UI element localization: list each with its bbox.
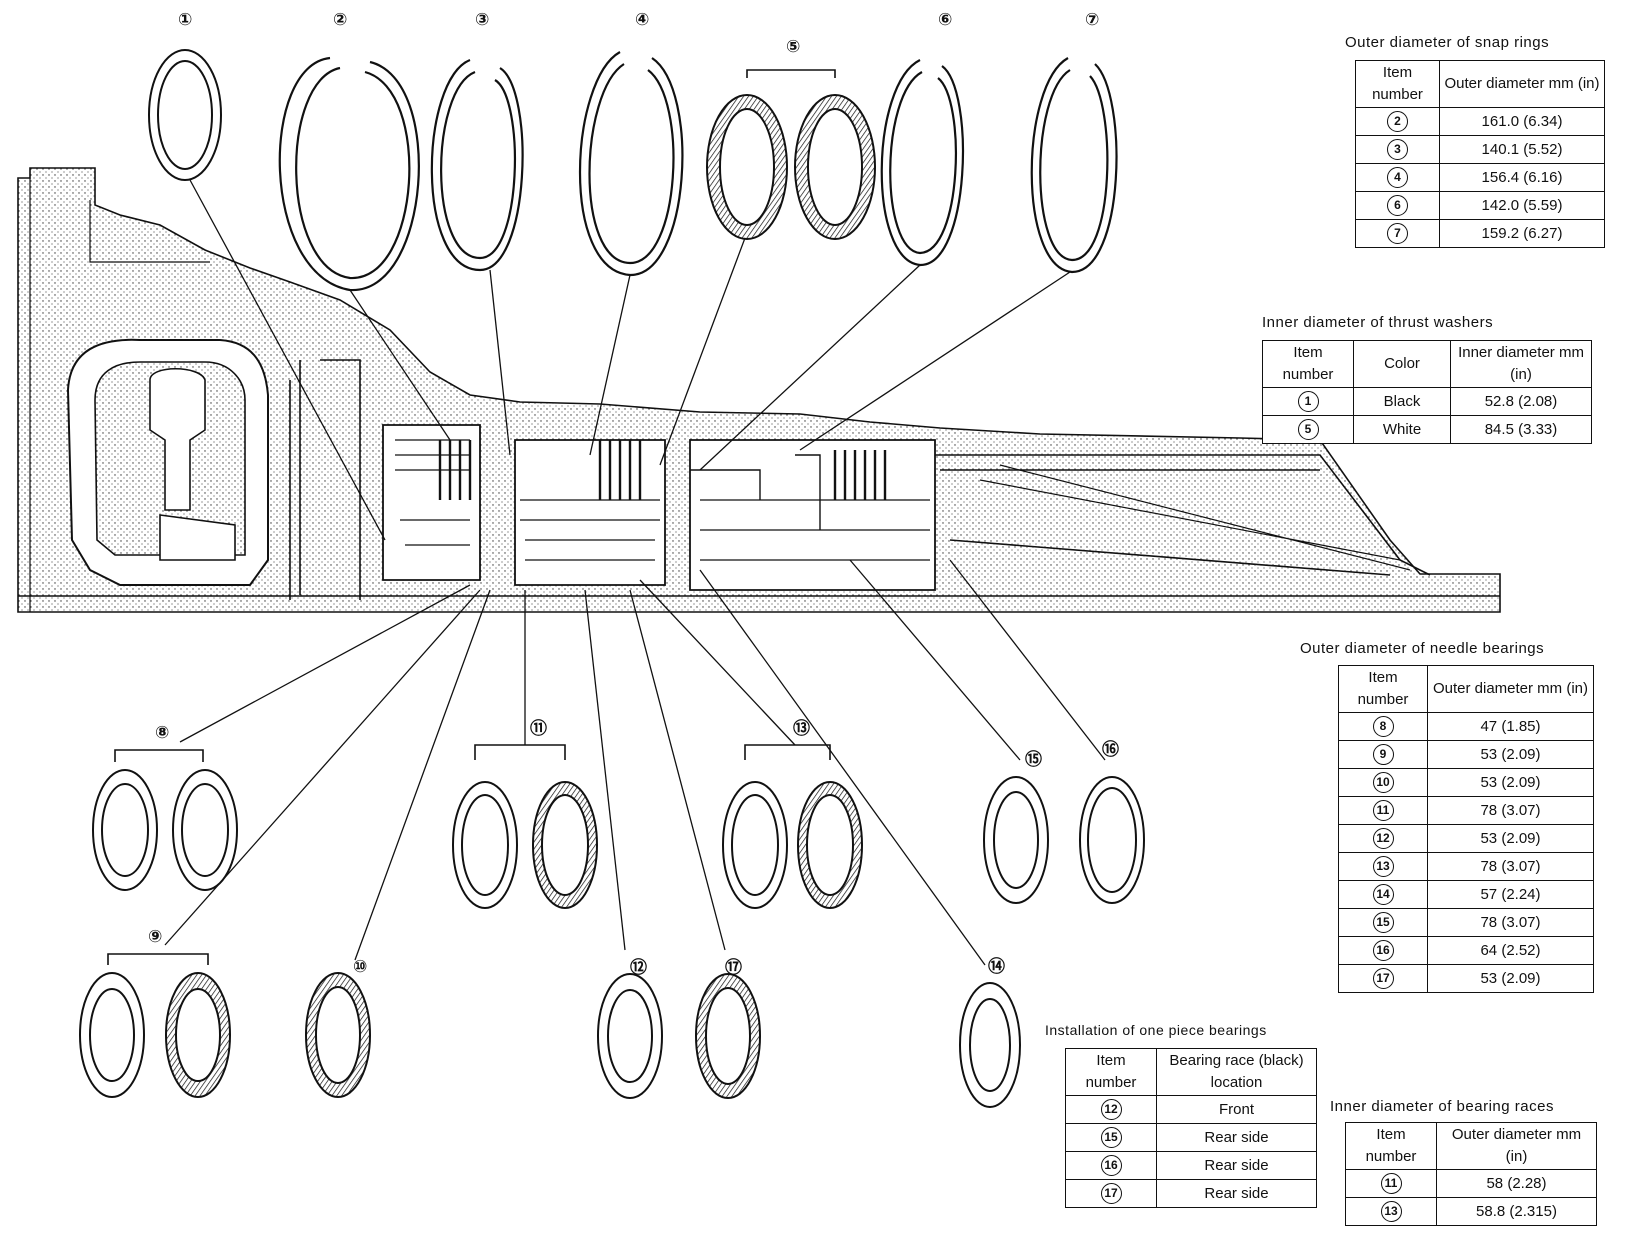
header-item-number: Item number — [1065, 1048, 1157, 1096]
part-label-6: ⑥ — [938, 10, 952, 30]
part-16-bearing — [1079, 776, 1145, 904]
header-outer-diameter: Outer diameter mm (in) — [1436, 1122, 1597, 1170]
header-item-number: Item number — [1338, 665, 1428, 713]
one-piece-bearings-table-title: Installation of one piece bearings — [1045, 1022, 1267, 1038]
header-inner-diameter: Inner diameter mm (in) — [1450, 340, 1592, 388]
part-label-16: ⑯ — [1102, 739, 1119, 760]
part-8-bearings — [92, 749, 238, 891]
transmission-cross-section — [17, 167, 1501, 613]
clutch-pack-rear — [689, 439, 936, 591]
part-9-bearings — [79, 953, 231, 1098]
part-label-2: ② — [333, 10, 347, 30]
part-label-17: ⑰ — [725, 957, 742, 978]
part-label-3: ③ — [475, 10, 489, 30]
header-item-number: Item number — [1355, 60, 1440, 108]
part-4-snap-ring — [578, 51, 684, 277]
part-12-bearing — [597, 973, 663, 1099]
part-label-8: ⑧ — [155, 723, 169, 743]
part-1-thrust-washer — [148, 49, 222, 181]
part-15-bearing — [983, 776, 1049, 904]
part-label-9: ⑨ — [148, 927, 162, 947]
bearing-races-table-title: Inner diameter of bearing races — [1330, 1098, 1554, 1115]
part-label-5: ⑤ — [786, 37, 800, 57]
part-3-snap-ring — [430, 58, 524, 272]
part-5-needle-bearings — [706, 69, 876, 240]
leader-lines — [164, 179, 1106, 966]
part-2-snap-ring — [278, 56, 420, 292]
needle-bearings-table-title: Outer diameter of needle bearings — [1300, 640, 1545, 657]
snap-rings-table-title: Outer diameter of snap rings — [1345, 34, 1550, 51]
clutch-pack-front — [382, 424, 481, 581]
part-label-4: ④ — [635, 10, 649, 30]
part-label-12: ⑫ — [630, 957, 647, 978]
part-6-snap-ring — [880, 59, 965, 267]
part-14-bearing — [959, 982, 1021, 1108]
part-17-bearing — [695, 973, 761, 1099]
part-7-snap-ring — [1030, 57, 1118, 274]
part-label-11: ⑪ — [530, 718, 547, 739]
header-outer-diameter: Outer diameter mm (in) — [1439, 60, 1605, 108]
part-11-bearings — [452, 744, 598, 909]
part-label-1: ① — [178, 10, 192, 30]
thrust-washers-table: Item number Color Inner diameter mm (in)… — [1262, 340, 1592, 444]
part-number-labels: ① ② ③ ④ ⑤ ⑥ ⑦ ⑧ ⑨ ⑩ ⑪ ⑫ ⑬ ⑭ ⑮ ⑯ ⑰ — [148, 10, 1119, 978]
part-label-7: ⑦ — [1085, 10, 1099, 30]
header-bearing-race-location: Bearing race (black) location — [1156, 1048, 1317, 1096]
part-label-15: ⑮ — [1025, 749, 1042, 770]
thrust-washers-table-title: Inner diameter of thrust washers — [1262, 314, 1494, 331]
header-item-number: Item number — [1345, 1122, 1437, 1170]
part-13-bearings — [722, 744, 863, 909]
part-label-10: ⑩ — [353, 957, 367, 977]
part-label-13: ⑬ — [793, 718, 810, 739]
header-item-number: Item number — [1262, 340, 1354, 388]
part-label-14: ⑭ — [988, 956, 1005, 977]
header-outer-diameter: Outer diameter mm (in) — [1427, 665, 1594, 713]
part-10-bearing — [305, 972, 371, 1098]
clutch-pack-mid — [514, 439, 666, 586]
one-piece-bearings-table: Item number Bearing race (black) locatio… — [1065, 1048, 1317, 1208]
header-color: Color — [1353, 340, 1451, 388]
output-shaft — [935, 454, 1431, 576]
